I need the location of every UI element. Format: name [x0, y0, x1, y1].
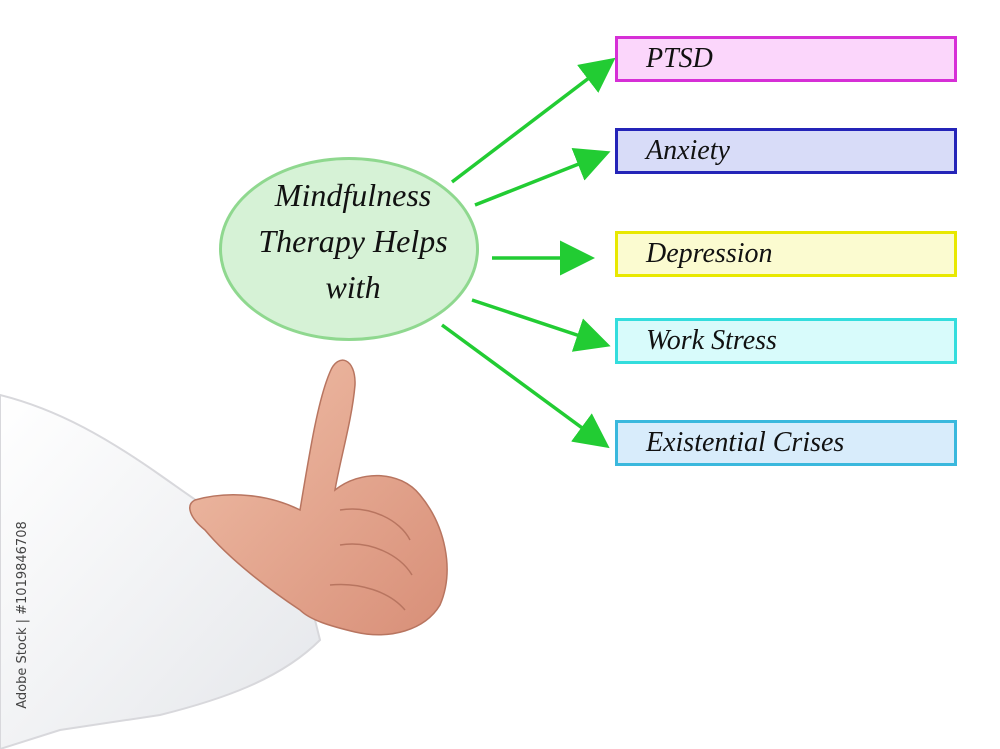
arrow-2	[474, 148, 611, 207]
item-box-depression: Depression	[615, 231, 957, 277]
arrow-5	[440, 323, 610, 449]
item-label-depression: Depression	[646, 238, 773, 269]
item-box-anxiety: Anxiety	[615, 128, 957, 174]
item-box-ptsd: PTSD	[615, 36, 957, 82]
item-box-work-stress: Work Stress	[615, 318, 957, 364]
center-label-line-3: with	[325, 269, 381, 305]
item-label-anxiety: Anxiety	[646, 135, 730, 166]
arrow-4	[471, 298, 611, 352]
center-label-line-2: Therapy Helps	[258, 223, 448, 259]
arrow-1	[450, 57, 616, 184]
item-label-ptsd: PTSD	[646, 43, 713, 74]
watermark-text: Adobe Stock | #1019846708	[14, 521, 30, 709]
item-label-work-stress: Work Stress	[646, 325, 777, 356]
center-label: Mindfulness Therapy Helps with	[219, 172, 487, 310]
item-label-existential-crises: Existential Crises	[646, 427, 845, 458]
item-box-existential-crises: Existential Crises	[615, 420, 957, 466]
center-ellipse	[219, 157, 479, 341]
center-label-line-1: Mindfulness	[274, 177, 432, 213]
